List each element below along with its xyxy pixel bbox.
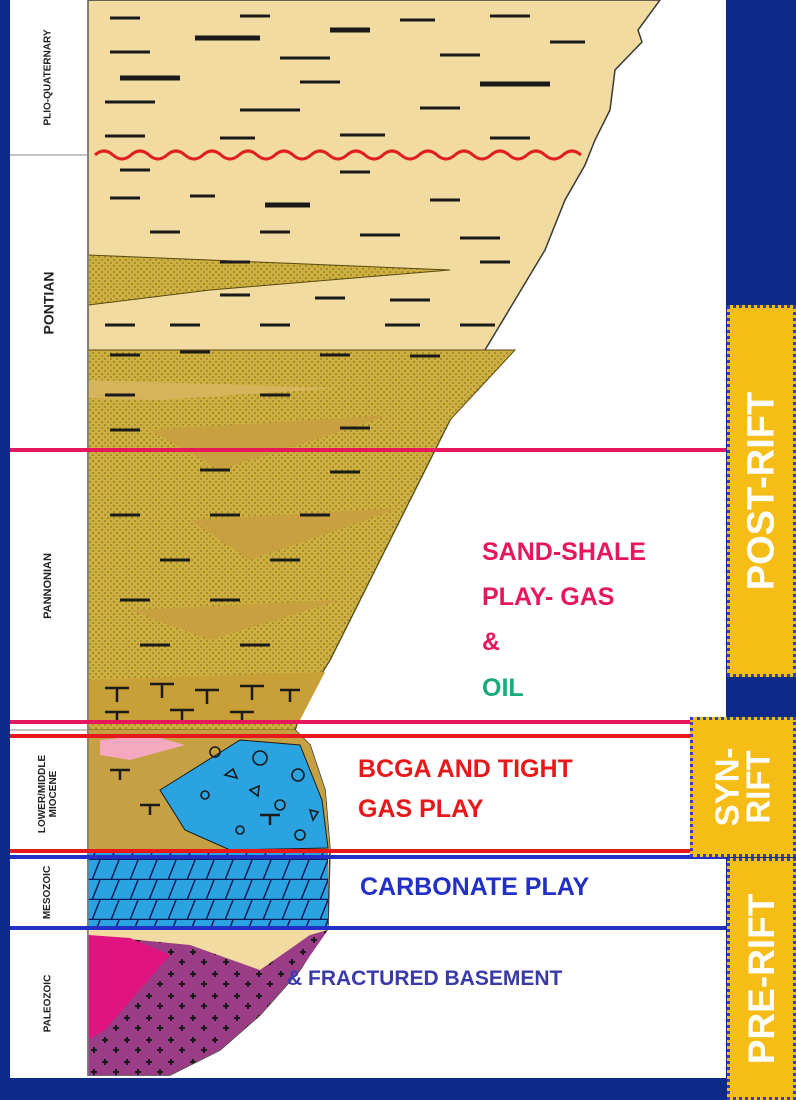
- shale-tongue-2: [150, 415, 390, 470]
- stage-label-syn-rift: SYN-RIFT: [708, 747, 777, 827]
- shale-dashes: [105, 14, 585, 647]
- age-miocene: LOWER/MIDDLE MIOCENE: [37, 754, 60, 833]
- age-mesozoic: MESOZOIC: [42, 865, 54, 920]
- pink-clast-body: [100, 735, 185, 760]
- play-label-sand-shale: SAND-SHALE: [482, 538, 646, 566]
- stage-tag-post-rift: POST-RIFT: [727, 305, 796, 677]
- play-label-tight-gas: GAS PLAY: [358, 795, 484, 823]
- magenta-body: [88, 935, 170, 1040]
- age-pannonian: PANNONIAN: [41, 553, 54, 619]
- stage-label-post-rift: POST-RIFT: [740, 391, 782, 591]
- play-label-oil: OIL: [482, 674, 524, 702]
- age-paleozoic: PALEOZOIC: [42, 974, 54, 1032]
- stratigraphic-column: [10, 0, 726, 1076]
- stage-tag-syn-rift: SYN-RIFT: [690, 717, 796, 857]
- play-label-gas: PLAY- GAS: [482, 583, 615, 611]
- age-pontian: PONTIAN: [40, 271, 56, 334]
- shale-tongue-1: [88, 380, 340, 400]
- unconformity-line: [94, 149, 582, 161]
- pebbles: [200, 746, 320, 841]
- shale-tongue-4: [130, 600, 340, 640]
- stage-label-pre-rift: PRE-RIFT: [740, 893, 782, 1065]
- play-label-bcga: BCGA AND TIGHT: [358, 755, 573, 783]
- carbonate-layer: [88, 852, 328, 926]
- play-label-amp: &: [482, 628, 501, 656]
- play-label-basement: & FRACTURED BASEMENT: [287, 967, 563, 990]
- shale-tongue-3: [190, 508, 400, 560]
- diagram-panel: PLIO-QUATERNARY PONTIAN PANNONIAN LOWER/…: [10, 0, 726, 1078]
- age-plio-quaternary: PLIO-QUATERNARY: [42, 29, 54, 126]
- stage-tag-pre-rift: PRE-RIFT: [727, 858, 796, 1100]
- conglomerate-body: [159, 739, 329, 851]
- play-label-carbonate: CARBONATE PLAY: [360, 873, 590, 901]
- marl-symbols: [105, 682, 300, 825]
